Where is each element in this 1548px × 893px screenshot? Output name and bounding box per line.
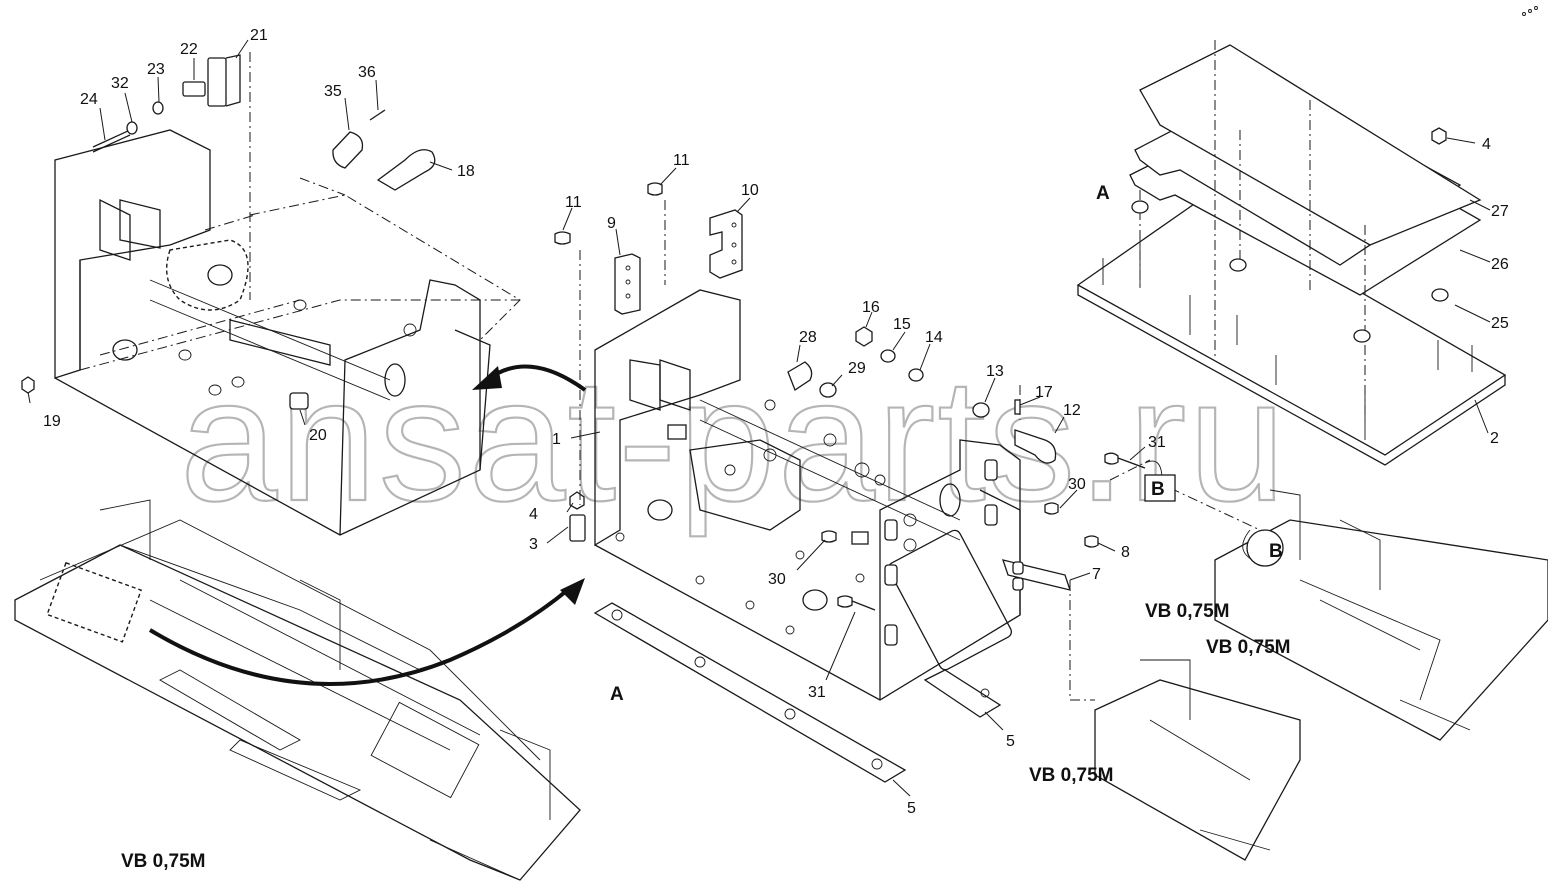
main-frame xyxy=(594,289,1021,701)
label-part-24: 24 xyxy=(80,91,98,108)
label-part-26: 26 xyxy=(1491,256,1509,273)
label-part-11b: 11 xyxy=(673,152,690,169)
label-part-25: 25 xyxy=(1491,315,1509,332)
label-part-1: 1 xyxy=(552,431,561,448)
watermark: ansat-parts.ru xyxy=(180,343,1288,538)
fasteners-center xyxy=(554,182,1146,701)
machine-overview-right xyxy=(1094,489,1548,861)
label-part-3: 3 xyxy=(529,536,538,553)
label-part-27: 27 xyxy=(1491,203,1509,220)
model-labels: VB 0,75M VB 0,75M VB 0,75M VB 0,75M xyxy=(121,601,1290,872)
label-part-2: 2 xyxy=(1490,430,1499,447)
label-part-23: 23 xyxy=(147,61,165,78)
pointer-arrows xyxy=(148,364,587,686)
model-label-4: VB 0,75M xyxy=(121,851,205,872)
label-part-4b: 4 xyxy=(1482,136,1491,153)
label-part-15: 15 xyxy=(893,316,911,333)
label-part-30b: 30 xyxy=(768,571,786,588)
label-part-10: 10 xyxy=(741,182,759,199)
leader-lines xyxy=(27,39,1491,797)
label-part-19: 19 xyxy=(43,413,61,430)
corner-mark xyxy=(1522,6,1538,16)
label-part-17: 17 xyxy=(1035,384,1053,401)
model-label-1: VB 0,75M xyxy=(1145,601,1229,622)
label-part-8: 8 xyxy=(1121,544,1130,561)
section-labels: A A B B xyxy=(610,183,1284,705)
label-part-35: 35 xyxy=(324,83,342,100)
plates-9-10 xyxy=(614,209,743,315)
label-part-11a: 11 xyxy=(565,194,582,211)
label-part-32: 32 xyxy=(111,75,129,92)
part-number-labels: 1 2 3 4 4 5 5 7 8 9 10 11 11 12 13 14 15… xyxy=(43,27,1509,817)
label-part-9: 9 xyxy=(607,215,616,232)
label-part-22: 22 xyxy=(180,41,198,58)
section-a-bottom: A xyxy=(610,684,624,705)
section-b-bottom: B xyxy=(1269,541,1283,562)
machine-overview-bottom-left xyxy=(14,499,581,881)
label-part-30a: 30 xyxy=(1068,476,1086,493)
label-part-20: 20 xyxy=(309,427,327,444)
label-part-16: 16 xyxy=(862,299,880,316)
label-part-18: 18 xyxy=(457,163,475,180)
board-stack xyxy=(1076,40,1507,466)
label-part-28: 28 xyxy=(799,329,817,346)
label-part-21: 21 xyxy=(250,27,268,44)
label-part-5b: 5 xyxy=(907,800,916,817)
label-part-36: 36 xyxy=(358,64,376,81)
label-part-7: 7 xyxy=(1092,566,1101,583)
section-a-top: A xyxy=(1096,183,1110,204)
model-label-3: VB 0,75M xyxy=(1029,765,1113,786)
label-part-4a: 4 xyxy=(529,506,538,523)
label-part-31b: 31 xyxy=(808,684,826,701)
label-part-31a: 31 xyxy=(1148,434,1166,451)
label-part-29: 29 xyxy=(848,360,866,377)
label-part-13: 13 xyxy=(986,363,1004,380)
detail-frame-left xyxy=(21,52,521,536)
label-part-12: 12 xyxy=(1063,402,1081,419)
model-label-2: VB 0,75M xyxy=(1206,637,1290,658)
section-b-top: B xyxy=(1151,479,1165,500)
gasket-5 xyxy=(593,602,1002,783)
label-part-14: 14 xyxy=(925,329,943,346)
label-part-5a: 5 xyxy=(1006,733,1015,750)
